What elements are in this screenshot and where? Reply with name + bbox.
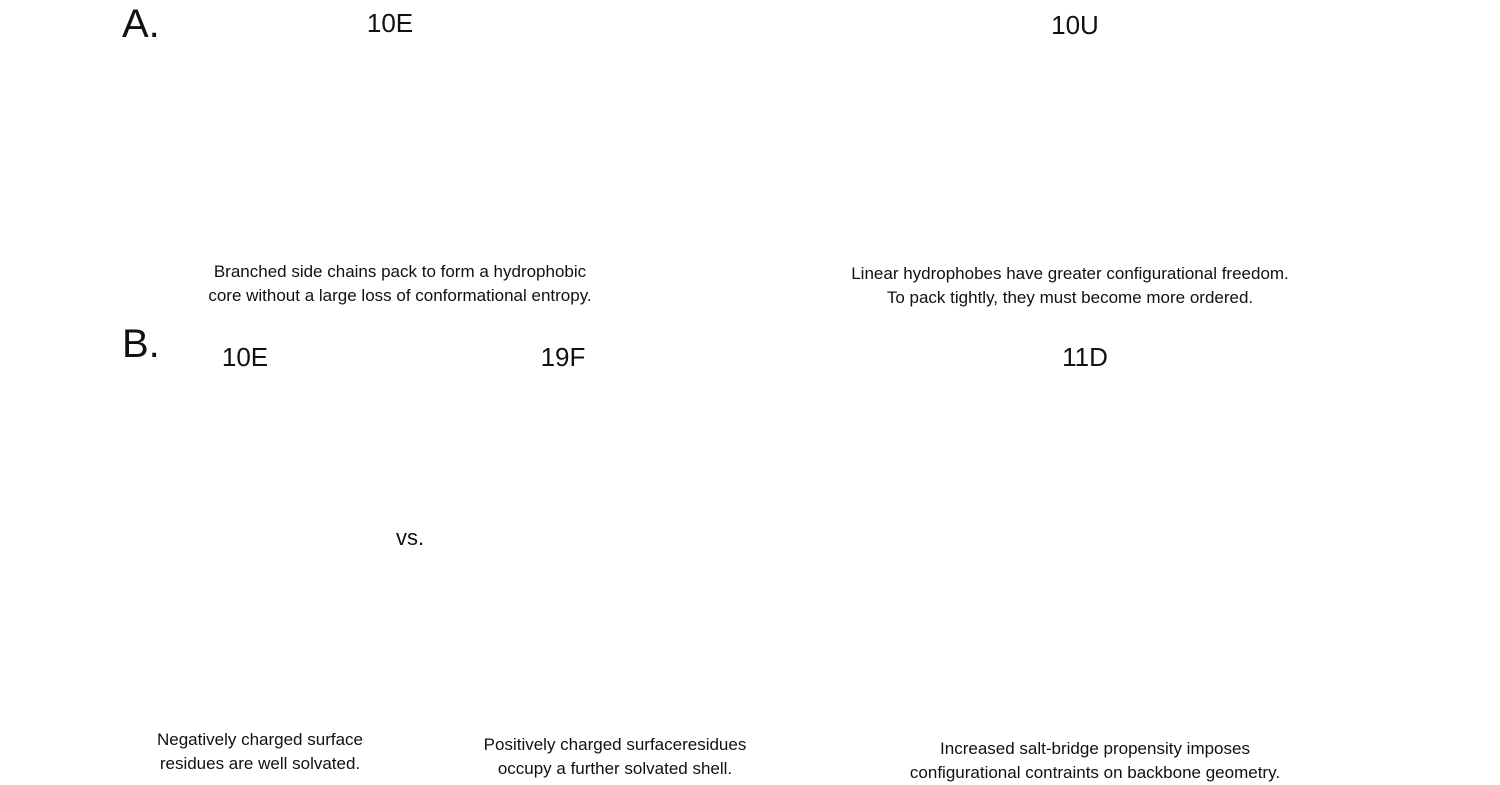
lightning-bolt-icon xyxy=(982,440,1010,472)
panel-a-left-caption: Branched side chains pack to form a hydr… xyxy=(150,260,650,308)
nitrogen-atom-19f xyxy=(701,554,713,566)
caption-line: occupy a further solvated shell. xyxy=(497,759,733,778)
solvation-shell-11d-left xyxy=(895,396,1008,695)
panel-b-caption-11d: Increased salt-bridge propensity imposes… xyxy=(860,737,1330,785)
helix-19f-right xyxy=(571,420,621,686)
helix-10e-right xyxy=(261,420,311,686)
solvation-shell-19f-outer xyxy=(640,410,768,695)
helix-11d-left xyxy=(794,439,891,708)
side-chains-19f xyxy=(461,461,709,629)
caption-line: configurational contraints on backbone g… xyxy=(909,763,1281,782)
strain-arrows-11d xyxy=(834,427,1002,512)
lightning-bolt-icon xyxy=(1010,480,1040,505)
caption-line: Linear hydrophobes have greater configur… xyxy=(851,264,1289,283)
caption-line: core without a large loss of conformatio… xyxy=(208,286,592,305)
panel-b-caption-19f: Positively charged surfaceresidues occup… xyxy=(440,733,790,781)
helix-10e-left xyxy=(157,417,206,688)
water-molecules-19f xyxy=(443,428,742,637)
panel-a-right-caption: Linear hydrophobes have greater configur… xyxy=(810,262,1330,310)
panel-a-10e-folded-bundle xyxy=(455,64,724,229)
solvation-shell-19f xyxy=(428,406,704,696)
panel-a-10e-unfolded-peptide xyxy=(123,60,350,230)
helix-11d-folded-right xyxy=(1239,422,1291,681)
strain-arrowhead-icon xyxy=(868,497,885,515)
oxygen-atoms-11d xyxy=(953,443,1337,623)
panel-b-title-10e: 10E xyxy=(221,342,269,372)
caption-line: Negatively charged surface xyxy=(156,730,363,749)
vs-label: vs. xyxy=(396,525,425,550)
loop-10e xyxy=(203,402,264,432)
side-chains-10e xyxy=(156,461,354,629)
solvation-shell-10e xyxy=(123,406,399,696)
panel-b-caption-10e: Negatively charged surface residues are … xyxy=(110,728,410,776)
nitrogen-atoms-11d xyxy=(996,478,1338,520)
caption-line: Positively charged surfaceresidues xyxy=(483,735,747,754)
loop-11d-right xyxy=(1132,404,1242,441)
hbonds-19f xyxy=(451,441,731,632)
panel-a-letter: A. xyxy=(122,2,160,46)
loop-11d-left xyxy=(790,404,907,451)
caption-line: To pack tightly, they must become more o… xyxy=(886,288,1254,307)
caption-line: Increased salt-bridge propensity imposes xyxy=(940,739,1250,758)
oxygen-atoms-19f xyxy=(455,473,669,633)
water-molecules-10e xyxy=(133,438,393,637)
oxygen-atoms-10e xyxy=(150,473,360,633)
caption-line: Branched side chains pack to form a hydr… xyxy=(213,262,587,281)
panel-a-right-title: 10U xyxy=(1051,10,1099,40)
panel-a-10u-folded-bundle xyxy=(1127,55,1368,231)
side-chains-11d xyxy=(941,446,1334,619)
loop-19f xyxy=(508,402,574,432)
water-molecules-11d xyxy=(968,415,1352,592)
helix-19f-left xyxy=(462,417,511,688)
panel-b-title-19f: 19F xyxy=(540,342,586,372)
equilibrium-arrows-b xyxy=(1028,510,1115,545)
equilibrium-arrows-a-left xyxy=(358,138,445,172)
panel-b-letter: B. xyxy=(122,322,160,366)
hbonds-10e xyxy=(141,451,380,632)
panel-b-title-11d: 11D xyxy=(1062,342,1108,372)
caption-line: residues are well solvated. xyxy=(159,754,361,773)
hbonds-11d xyxy=(960,429,1344,613)
helix-11d-middle xyxy=(904,422,954,686)
helix-11d-folded-left xyxy=(1132,432,1181,701)
equilibrium-arrows-a-right xyxy=(1035,119,1112,152)
solvation-shell-11d-right xyxy=(1230,397,1351,695)
panel-a-left-title: 10E xyxy=(366,8,414,38)
panel-a-10u-unfolded-peptide xyxy=(835,13,1051,235)
